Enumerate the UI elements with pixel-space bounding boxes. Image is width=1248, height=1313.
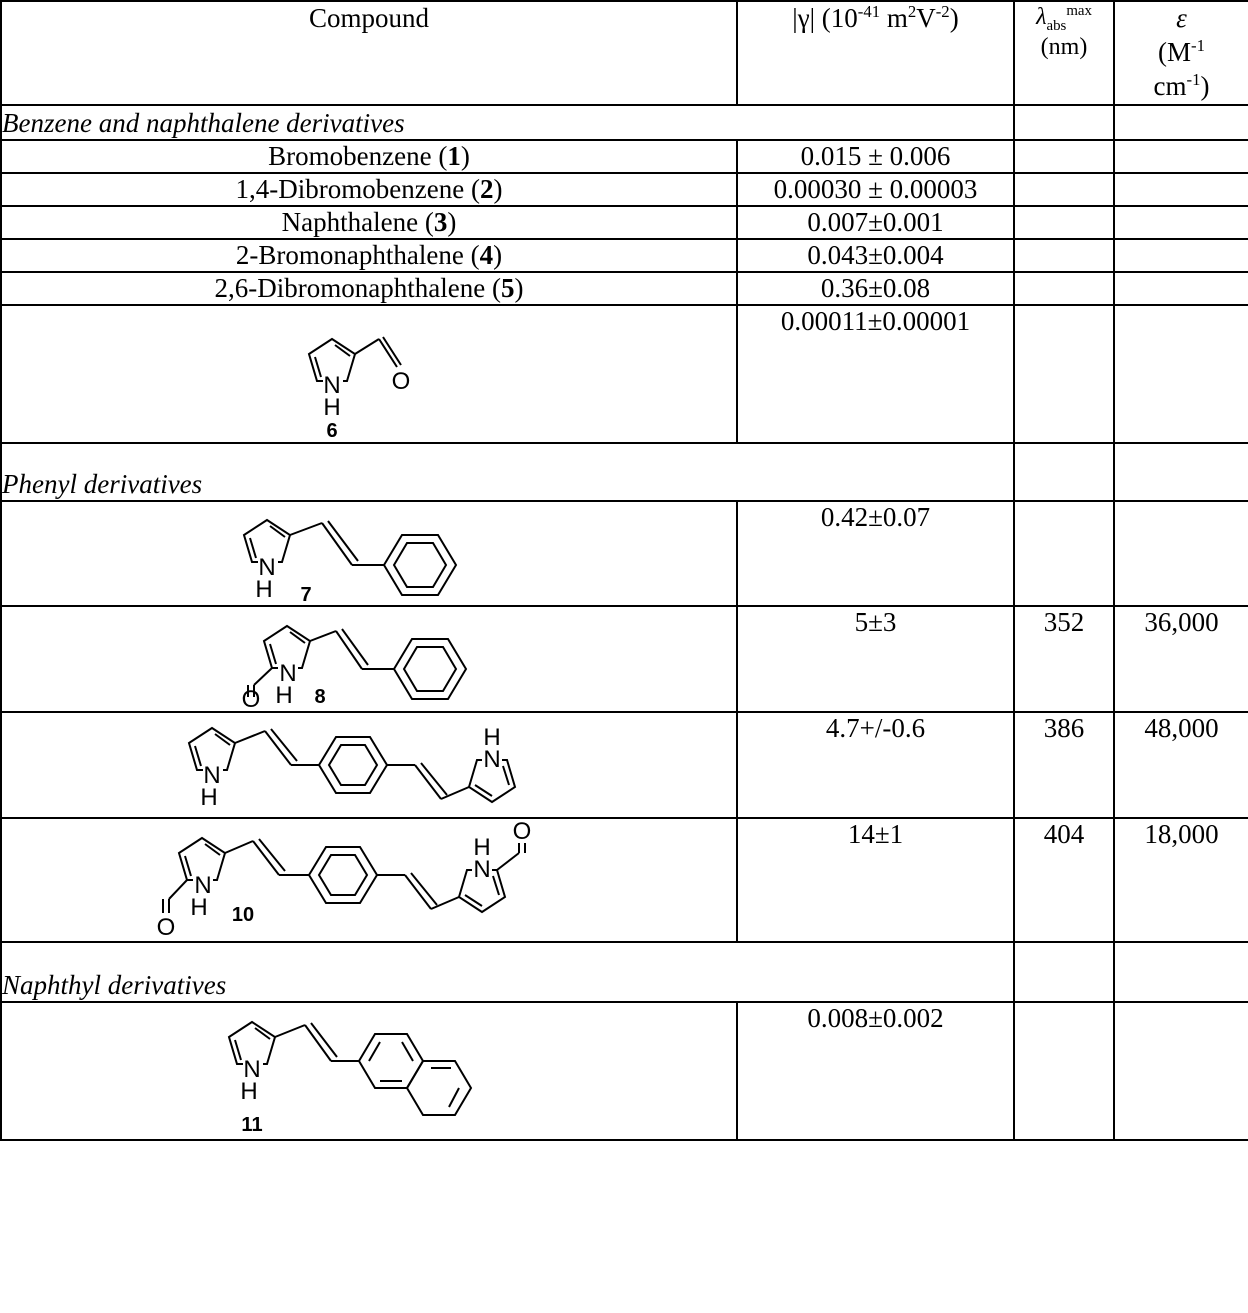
gamma-value: 0.043±0.004 — [736, 238, 1015, 273]
lambda-value: 386 — [1013, 711, 1115, 819]
svg-text:H: H — [323, 394, 340, 421]
svg-text:N: N — [203, 762, 220, 789]
header-row: Compound |γ| (10-41 m2V-2) λabsmax(nm) ε… — [0, 0, 1248, 106]
structure-9: N H N H — [0, 711, 738, 819]
svg-text:N: N — [243, 1056, 260, 1083]
structure-9-drawing: N H N H — [187, 724, 517, 811]
svg-text:H: H — [275, 682, 292, 709]
table-row: 1,4-Dibromobenzene (2) 0.00030 ± 0.00003 — [0, 172, 1248, 207]
compound-label: 10 — [232, 904, 254, 926]
compound-label: 7 — [300, 584, 311, 603]
compound-table: Compound |γ| (10-41 m2V-2) λabsmax(nm) ε… — [0, 0, 1248, 1141]
structure-11: N H 11 — [0, 1001, 738, 1141]
gamma-value: 14±1 — [736, 817, 1015, 943]
compound-name: 1,4-Dibromobenzene (2) — [0, 172, 738, 207]
svg-text:O: O — [392, 368, 411, 395]
gamma-value: 0.015 ± 0.006 — [736, 139, 1015, 174]
table-row: Bromobenzene (1) 0.015 ± 0.006 — [0, 139, 1248, 174]
gamma-value: 0.36±0.08 — [736, 271, 1015, 306]
compound-label: 6 — [326, 420, 337, 439]
compound-name: 2-Bromonaphthalene (4) — [0, 238, 738, 273]
table-row: 2,6-Dibromonaphthalene (5) 0.36±0.08 — [0, 271, 1248, 306]
svg-text:H: H — [255, 576, 272, 603]
structure-11-drawing: N H 11 — [227, 1020, 473, 1135]
svg-text:N: N — [483, 746, 500, 773]
epsilon-value: 36,000 — [1113, 605, 1248, 713]
header-compound: Compound — [0, 0, 738, 106]
gamma-value: 5±3 — [736, 605, 1015, 713]
structure-10: N H O 10 N H O — [0, 817, 738, 943]
gamma-value: 0.42±0.07 — [736, 500, 1015, 607]
header-gamma: |γ| (10-41 m2V-2) — [736, 0, 1015, 106]
table-row: N H 7 0.42±0.07 — [0, 500, 1248, 607]
structure-6: N H O 6 — [0, 304, 738, 444]
structure-7-drawing: N H 7 — [242, 518, 458, 603]
epsilon-value: 18,000 — [1113, 817, 1248, 943]
section-row: Naphthyl derivatives — [0, 941, 1248, 1003]
epsilon-value: 48,000 — [1113, 711, 1248, 819]
header-lambda: λabsmax(nm) — [1013, 0, 1115, 106]
structure-8-drawing: N H O 8 — [242, 624, 468, 709]
table-row: N H 11 0.008±0.002 — [0, 1001, 1248, 1141]
svg-text:O: O — [242, 686, 261, 709]
compound-label: 8 — [314, 686, 325, 708]
structure-10-drawing: N H O 10 N H O — [157, 821, 532, 939]
section-phenyl: Phenyl derivatives — [0, 442, 1015, 502]
svg-text:H: H — [200, 784, 217, 811]
svg-text:N: N — [258, 554, 275, 581]
svg-text:O: O — [513, 821, 532, 845]
structure-7: N H 7 — [0, 500, 738, 607]
section-row: Benzene and naphthalene derivatives — [0, 104, 1248, 141]
table-row: 2-Bromonaphthalene (4) 0.043±0.004 — [0, 238, 1248, 273]
section-naphthyl: Naphthyl derivatives — [0, 941, 1015, 1003]
compound-name: Naphthalene (3) — [0, 205, 738, 240]
gamma-value: 0.008±0.002 — [736, 1001, 1015, 1141]
gamma-value: 0.00030 ± 0.00003 — [736, 172, 1015, 207]
table-row: Naphthalene (3) 0.007±0.001 — [0, 205, 1248, 240]
structure-8: N H O 8 — [0, 605, 738, 713]
table-row: N H O 6 0.00011±0.00001 — [0, 304, 1248, 444]
gamma-value: 4.7+/-0.6 — [736, 711, 1015, 819]
svg-text:O: O — [157, 914, 176, 939]
compound-label: 11 — [241, 1114, 262, 1135]
svg-text:N: N — [473, 856, 490, 883]
svg-text:N: N — [279, 660, 296, 687]
structure-6-drawing: N H O 6 — [307, 336, 411, 439]
compound-name: Bromobenzene (1) — [0, 139, 738, 174]
lambda-value: 352 — [1013, 605, 1115, 713]
table-row: N H O 10 N H O 14±1 404 18,000 — [0, 817, 1248, 943]
svg-text:H: H — [483, 724, 500, 751]
svg-text:H: H — [240, 1078, 257, 1105]
section-benzene-naphthalene: Benzene and naphthalene derivatives — [0, 104, 1015, 141]
gamma-value: 0.00011±0.00001 — [736, 304, 1015, 444]
svg-text:N: N — [194, 872, 211, 899]
svg-text:N: N — [323, 372, 340, 399]
svg-text:H: H — [473, 834, 490, 861]
table-row: N H O 8 5±3 352 36,000 — [0, 605, 1248, 713]
lambda-value: 404 — [1013, 817, 1115, 943]
table-row: N H N H 4.7+/-0.6 386 48,000 — [0, 711, 1248, 819]
section-row: Phenyl derivatives — [0, 442, 1248, 502]
compound-name: 2,6-Dibromonaphthalene (5) — [0, 271, 738, 306]
gamma-value: 0.007±0.001 — [736, 205, 1015, 240]
svg-text:H: H — [190, 894, 207, 921]
